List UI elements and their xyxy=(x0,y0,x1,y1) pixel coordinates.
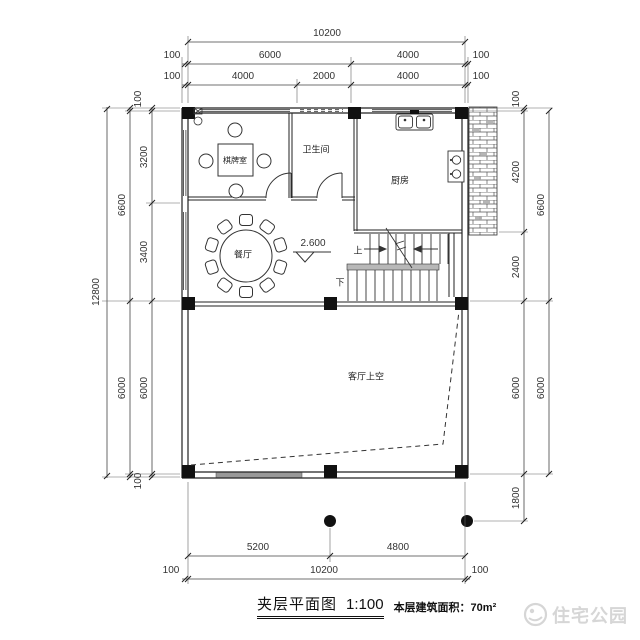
drawing-scale: 1:100 xyxy=(346,596,384,613)
room-label-chess: 棋牌室 xyxy=(223,156,247,165)
drawing-title-underlined: 夹层平面图 1:100 xyxy=(257,593,384,619)
dim-right-inner-0: 4200 xyxy=(511,160,522,184)
dim-top-total: 10200 xyxy=(313,28,341,39)
dimension-lines xyxy=(106,41,550,580)
living-void-dashed-line xyxy=(190,310,460,466)
dim-left-mid-1: 6000 xyxy=(117,376,128,400)
dim-top-r3-0: 100 xyxy=(163,71,181,82)
porch-columns xyxy=(324,515,473,527)
kitchen-stove xyxy=(447,150,465,183)
watermark-logo-icon xyxy=(523,602,548,627)
dim-left-inner-1: 3400 xyxy=(139,240,150,264)
dim-bottom-r2-1: 10200 xyxy=(310,565,338,576)
dim-right-top-offset: 100 xyxy=(511,90,522,108)
dim-left-top-offset: 100 xyxy=(133,90,144,108)
dim-top-r2-3: 100 xyxy=(472,50,490,61)
dim-left-mid-0: 6600 xyxy=(117,193,128,217)
roof-hatch-strip xyxy=(468,106,498,236)
dim-left-bottom-offset: 100 xyxy=(133,472,144,490)
stair-down-label: 下 xyxy=(335,277,345,288)
dim-left-inner-2: 6000 xyxy=(139,376,150,400)
watermark-text: 住宅公园 xyxy=(552,605,628,626)
dining-furniture xyxy=(204,214,288,298)
dim-right-inner-1: 2400 xyxy=(511,255,522,279)
dim-top-r3-2: 2000 xyxy=(312,71,336,82)
dim-top-r2-2: 4000 xyxy=(396,50,420,61)
room-label-living-void: 客厅上空 xyxy=(347,371,385,382)
windows xyxy=(183,109,452,478)
dim-bottom-r1-1: 4800 xyxy=(386,542,410,553)
doors xyxy=(265,172,343,199)
grid-columns xyxy=(182,107,468,478)
stair-up-label: 上 xyxy=(353,245,363,256)
dim-right-outer-0: 6600 xyxy=(536,193,547,217)
room-label-kitchen: 厨房 xyxy=(390,175,410,186)
dim-top-r3-3: 4000 xyxy=(396,71,420,82)
title-block: 夹层平面图 1:100 本层建筑面积：70m² xyxy=(257,593,496,619)
dim-left-total: 12800 xyxy=(91,278,102,306)
dim-right-outer-1: 6000 xyxy=(536,376,547,400)
dim-right-inner-2: 6000 xyxy=(511,376,522,400)
bottom-window-bar xyxy=(215,472,303,478)
dim-left-inner-0: 3200 xyxy=(139,145,150,169)
dim-bottom-r1-0: 5200 xyxy=(246,542,270,553)
stairs xyxy=(346,227,449,301)
dim-top-r3-4: 100 xyxy=(472,71,490,82)
dim-right-inner-3: 1800 xyxy=(511,486,522,510)
room-label-bath: 卫生间 xyxy=(302,144,330,155)
dim-top-r3-1: 4000 xyxy=(231,71,255,82)
kitchen-sink xyxy=(395,110,434,131)
level-marker-value: 2.600 xyxy=(300,238,326,249)
drawing-title: 夹层平面图 xyxy=(257,596,338,613)
chess-room-furniture xyxy=(198,122,272,199)
dimension-ticks xyxy=(103,38,553,583)
dim-bottom-r2-2: 100 xyxy=(471,565,489,576)
dim-bottom-r2-0: 100 xyxy=(162,565,180,576)
dim-top-r2-1: 6000 xyxy=(258,50,282,61)
room-label-dining: 餐厅 xyxy=(233,249,253,260)
floor-area-label: 本层建筑面积：70m² xyxy=(393,602,497,614)
watermark: 住宅公园 xyxy=(522,601,628,628)
dim-top-r2-0: 100 xyxy=(163,50,181,61)
corner-marker xyxy=(193,107,203,126)
level-marker-symbol xyxy=(293,251,331,263)
